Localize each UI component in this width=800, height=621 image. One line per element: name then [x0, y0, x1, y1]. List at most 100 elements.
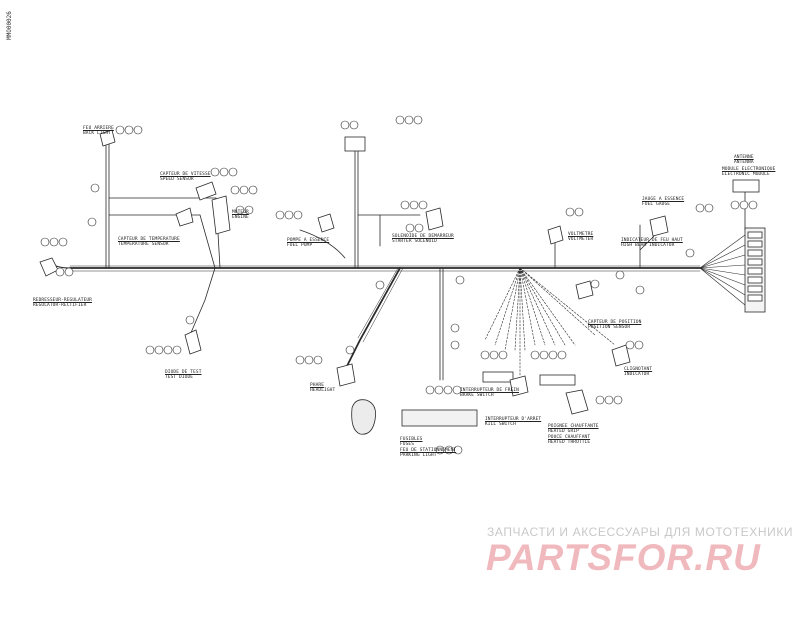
part-number-callouts — [40, 115, 758, 455]
callout-circle — [748, 200, 758, 210]
callout-circle — [452, 385, 462, 395]
callout-circle — [404, 115, 414, 125]
callout-circle — [434, 385, 444, 395]
callout-circle — [405, 223, 415, 233]
voltmeter-connector — [547, 225, 564, 245]
callout-circle — [565, 207, 575, 217]
callout-circle — [275, 210, 285, 220]
watermark-logo: PARTSFOR.RU — [486, 537, 761, 578]
callout-circle — [443, 385, 453, 395]
headlight-branch-inner — [357, 267, 404, 343]
callout-circle — [595, 395, 605, 405]
callout-circle — [574, 207, 584, 217]
callout-circle — [730, 200, 740, 210]
callout-circle — [413, 115, 423, 125]
callout-circle — [115, 125, 125, 135]
electronic-module-housing — [732, 179, 760, 193]
back-light-connector — [99, 129, 116, 147]
callout-circle — [340, 120, 350, 130]
callout-circle — [590, 279, 600, 289]
module-connector — [401, 409, 478, 427]
module-branch — [439, 267, 444, 381]
fuel-pump-connector — [344, 136, 366, 152]
heated-grip-connector — [565, 389, 589, 415]
headlight-branch — [344, 267, 401, 371]
kill-switch-connector — [509, 375, 529, 397]
callout-circle — [634, 340, 644, 350]
callout-circle — [418, 200, 428, 210]
callout-circle — [235, 205, 245, 215]
callout-circle — [55, 267, 65, 277]
callout-circle — [124, 125, 134, 135]
callout-circle — [293, 210, 303, 220]
callout-circle — [530, 350, 540, 360]
callout-circle — [539, 350, 549, 360]
callout-circle — [704, 203, 714, 213]
fuse-block-slots — [747, 231, 763, 302]
callout-circle — [210, 167, 220, 177]
callout-circle — [228, 167, 238, 177]
drawing-code: MMO00026 — [6, 11, 13, 40]
dash-connector-right — [539, 374, 576, 386]
regulator-connector — [39, 257, 59, 277]
callout-circle — [395, 115, 405, 125]
temperature-sensor-connector — [175, 207, 194, 227]
callout-circle — [219, 167, 229, 177]
callout-circle — [604, 395, 614, 405]
fuel-pump-branch — [354, 149, 359, 269]
callout-circle — [145, 345, 155, 355]
callout-circle — [548, 350, 558, 360]
test-diode-branch — [189, 267, 216, 336]
callout-circle — [64, 267, 74, 277]
solenoid-branch — [357, 214, 421, 247]
callout-circle — [615, 270, 625, 280]
callout-circle — [557, 350, 567, 360]
left-vertical-branch — [105, 141, 110, 269]
callout-circle — [304, 355, 314, 365]
callout-circle — [450, 340, 460, 350]
callout-circle — [58, 237, 68, 247]
callout-circle — [87, 217, 97, 227]
callout-circle — [295, 355, 305, 365]
callout-circle — [414, 223, 424, 233]
callout-circle — [480, 350, 490, 360]
solenoid-connector — [425, 207, 444, 231]
callout-circle — [163, 345, 173, 355]
callout-circle — [409, 200, 419, 210]
callout-circle — [435, 445, 445, 455]
callout-circle — [400, 200, 410, 210]
callout-circle — [49, 237, 59, 247]
callout-circle — [313, 355, 323, 365]
main-harness-trunk-inner — [69, 265, 701, 272]
indicator-connector — [611, 344, 631, 367]
callout-circle — [185, 315, 195, 325]
engine-connector — [211, 195, 231, 235]
callout-circle — [172, 345, 182, 355]
test-diode-connector — [184, 329, 202, 355]
callout-circle — [425, 385, 435, 395]
fuel-sensor-branch — [299, 229, 346, 259]
callout-circle — [739, 200, 749, 210]
callout-circle — [230, 185, 240, 195]
callout-circle — [498, 350, 508, 360]
fuel-gauge-connector — [649, 215, 669, 237]
callout-circle — [154, 345, 164, 355]
callout-circle — [695, 203, 705, 213]
